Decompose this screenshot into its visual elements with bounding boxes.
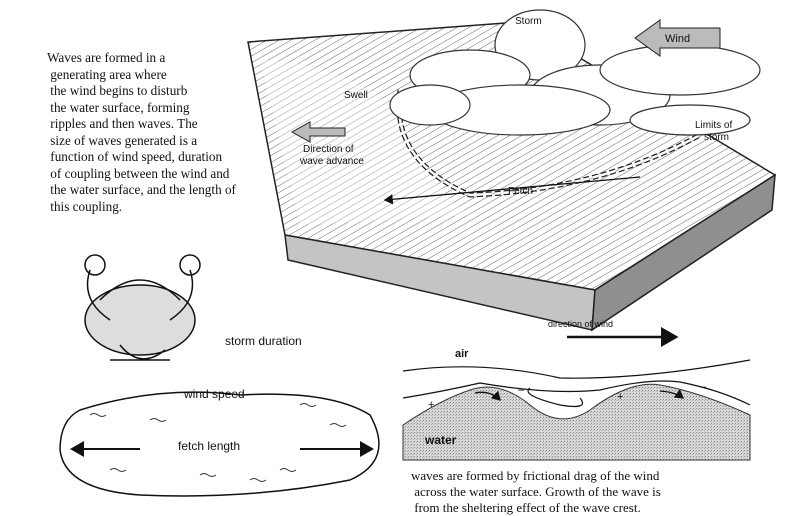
wind-speed-label: wind speed — [183, 387, 245, 401]
block-right-face — [591, 173, 776, 332]
storm-cloud-icon — [389, 9, 761, 136]
limits-label-1: Limits of — [695, 120, 732, 131]
ocean-block-diagram: Storm Wind Swell Direction of wave advan… — [247, 9, 777, 332]
wind-god-icon — [84, 254, 201, 361]
wave-formation-diagram: direction of wind air + + – – water — [402, 319, 751, 461]
water-surface — [402, 383, 751, 461]
wind-label: Wind — [665, 33, 690, 45]
storm-label: Storm — [515, 16, 542, 27]
fetch-length-label: fetch length — [178, 439, 240, 453]
direction-label-1: Direction of — [303, 144, 354, 155]
plus-sign-1: + — [428, 399, 434, 411]
swell-label: Swell — [344, 90, 368, 101]
fetch-oval — [59, 391, 380, 497]
wind-arrow-icon — [634, 19, 721, 57]
limits-label-2: storm — [704, 132, 729, 143]
air-label: air — [455, 348, 469, 360]
minus-sign-1: – — [518, 384, 525, 396]
wave-caption: waves are formed by frictional drag of t… — [411, 468, 661, 515]
water-label: water — [424, 433, 457, 447]
fetch-arrow — [383, 176, 641, 205]
intro-paragraph: Waves are formed in a generating area wh… — [47, 50, 236, 214]
fetch-label: Fetch — [508, 186, 533, 197]
wave-advance-arrow-icon — [290, 121, 346, 143]
direction-label-2: wave advance — [299, 156, 364, 167]
swell-region — [260, 60, 470, 225]
direction-of-wind-label: direction of wind — [548, 319, 613, 329]
storm-duration-label: storm duration — [225, 334, 302, 348]
plus-sign-2: + — [617, 391, 623, 403]
minus-sign-2: – — [700, 381, 707, 393]
